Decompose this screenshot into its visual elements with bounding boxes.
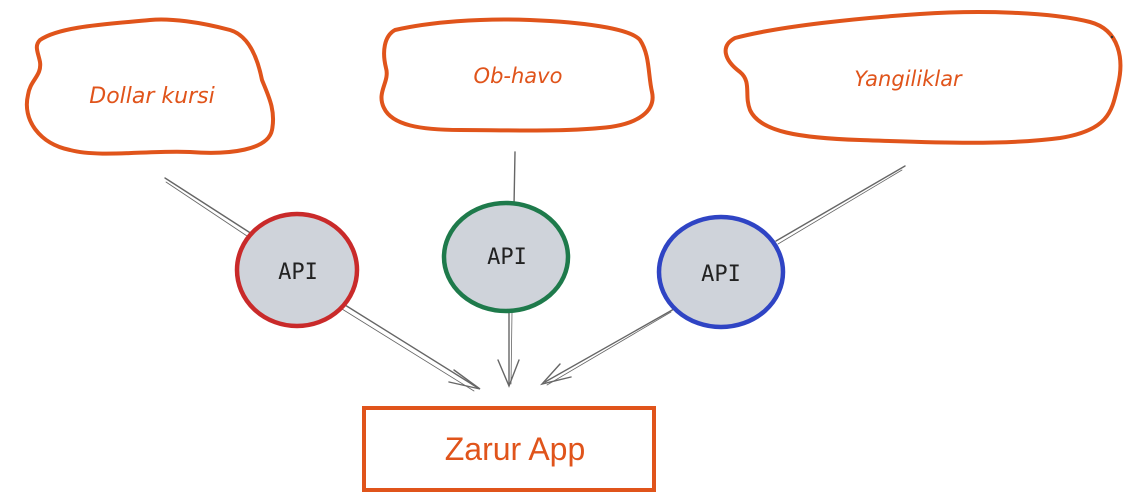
api-node-blue: API [656, 214, 786, 330]
api-circle-red [234, 211, 360, 329]
stray-dot [1110, 35, 1114, 39]
connector-api-blue-to-app [544, 308, 675, 383]
connector-news-to-api-2 [777, 169, 903, 245]
api-node-green: API [441, 200, 571, 314]
cloud-shape-weather [379, 17, 655, 133]
arrowhead-left [448, 369, 481, 390]
app-label: Zarur App [445, 431, 586, 467]
connectors [164, 151, 906, 392]
api-circle-blue [656, 214, 786, 330]
connector-api-green-to-app-2 [510, 311, 513, 385]
api-label-green: API [487, 245, 527, 270]
connector-dollar-to-api [164, 177, 253, 235]
api-label-blue: API [701, 262, 741, 287]
cloud-label-dollar: Dollar kursi [89, 84, 214, 109]
cloud-shape-news [723, 10, 1123, 145]
connector-weather-to-api [513, 151, 516, 207]
source-cloud-dollar: Dollar kursi [24, 17, 275, 156]
source-cloud-news: Yangiliklar [723, 10, 1123, 145]
arrowhead-right [539, 363, 572, 386]
cloud-label-weather: Ob-havo [474, 64, 563, 88]
arrowhead-middle [497, 359, 520, 388]
api-label-red: API [278, 260, 318, 285]
connector-api-blue-to-app-2 [546, 311, 672, 386]
connector-news-to-api [775, 165, 906, 242]
app-box-rect [362, 406, 656, 492]
source-cloud-weather: Ob-havo [379, 17, 655, 133]
api-circle-green [441, 200, 571, 314]
connector-dollar-to-api-2 [165, 181, 251, 239]
cloud-label-news: Yangiliklar [854, 67, 963, 91]
connector-api-red-to-app-2 [341, 308, 475, 392]
cloud-shape-dollar [24, 17, 275, 156]
target-app-box: Zarur App [362, 406, 656, 492]
connector-api-red-to-app [344, 304, 479, 389]
api-node-red: API [234, 211, 360, 329]
